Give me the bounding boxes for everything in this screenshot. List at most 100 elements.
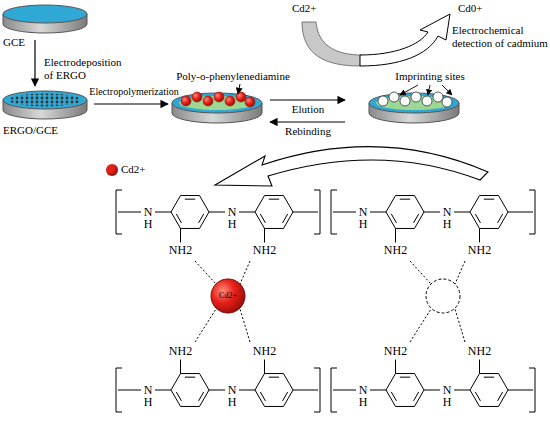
coordination-bond	[410, 261, 431, 284]
bond-line	[116, 190, 117, 234]
bond-line	[116, 412, 122, 413]
coordination-bond	[195, 309, 216, 342]
bond-line	[180, 228, 181, 242]
bond-line	[155, 212, 171, 213]
bond-line	[529, 234, 535, 235]
step-label: Electrochemical detection of cadmium	[452, 24, 548, 49]
bond-line	[331, 190, 337, 191]
legend-swatch	[106, 164, 118, 176]
bond-line	[331, 190, 332, 234]
bond-line	[185, 377, 195, 378]
leader-arrow	[442, 85, 452, 95]
cd-ion	[181, 96, 191, 106]
bond-line	[185, 199, 195, 200]
imprint-site	[433, 92, 443, 102]
coordination-bond	[455, 309, 465, 342]
bond-line	[314, 190, 320, 191]
leader-arrow	[238, 84, 240, 94]
bond-line	[424, 390, 440, 391]
bond-line	[479, 228, 480, 242]
cd-ion	[225, 96, 235, 106]
eluted-electrode	[369, 92, 459, 123]
electrode-label: ERGO/GCE	[3, 124, 58, 137]
bond-line	[264, 228, 265, 242]
coordination-bond	[240, 309, 250, 342]
gce-electrode	[3, 5, 87, 33]
amine-group: N H	[227, 384, 237, 408]
reduction-arrow	[302, 22, 362, 66]
bond-line	[320, 368, 321, 412]
bond-line	[293, 212, 318, 213]
bond-line	[264, 360, 265, 374]
ion-label: Cd2+	[292, 2, 317, 15]
imprint-cavity	[426, 279, 460, 313]
step-label: Electrodeposition of ERGO	[44, 56, 130, 81]
cd-ion	[214, 92, 224, 102]
step-label: Elution	[292, 103, 324, 116]
bond-line	[331, 368, 332, 412]
bond-line	[498, 392, 503, 401]
bond-line	[400, 377, 410, 378]
coordination-bond	[410, 309, 431, 342]
bond-line	[118, 212, 141, 213]
bond-line	[508, 212, 533, 213]
leader-arrow	[400, 85, 418, 95]
bond-line	[331, 412, 337, 413]
step-label: Rebinding	[285, 125, 331, 138]
amine-group: N H	[143, 384, 153, 408]
bond-line	[283, 392, 288, 401]
coordination-bond	[455, 261, 465, 284]
benzene-ring	[171, 196, 209, 229]
bond-line	[370, 212, 386, 213]
step-arrow	[34, 40, 35, 86]
benzene-ring	[470, 196, 508, 229]
benzene-ring	[470, 374, 508, 407]
bond-line	[535, 190, 536, 234]
bond-line	[293, 390, 318, 391]
bond-line	[475, 214, 480, 223]
callout-label: Poly-o-phenylenediamine	[176, 70, 290, 83]
bond-line	[529, 190, 535, 191]
amino-group: NH2	[253, 345, 276, 358]
bond-line	[508, 390, 533, 391]
bond-line	[314, 368, 320, 369]
benzene-ring	[171, 374, 209, 407]
bond-line	[529, 368, 535, 369]
leader-arrow	[428, 85, 430, 95]
amine-group: N H	[358, 206, 368, 230]
cd-ion	[236, 92, 246, 102]
cd-ion	[192, 92, 202, 102]
bond-line	[454, 390, 470, 391]
amino-group: NH2	[384, 345, 407, 358]
bond-line	[484, 377, 494, 378]
bond-line	[260, 392, 265, 401]
bond-line	[479, 360, 480, 374]
amino-group: NH2	[169, 345, 192, 358]
bond-line	[269, 199, 279, 200]
bond-line	[484, 199, 494, 200]
rebinding-arrow	[270, 121, 345, 122]
bond-line	[239, 212, 255, 213]
ergo-electrode	[3, 91, 87, 119]
bond-line	[209, 390, 225, 391]
bond-line	[320, 190, 321, 234]
bond-line	[414, 214, 419, 223]
bond-line	[176, 214, 181, 223]
coordination-bond	[240, 261, 250, 284]
step-arrow	[94, 103, 168, 104]
bond-line	[283, 214, 288, 223]
bond-line	[155, 390, 171, 391]
callout-label: Imprinting sites	[395, 70, 464, 83]
amino-group: NH2	[468, 244, 491, 257]
benzene-ring	[255, 374, 293, 407]
bond-line	[314, 234, 320, 235]
electrode-label: GCE	[3, 36, 25, 49]
imprint-site	[422, 96, 432, 106]
bond-line	[116, 368, 122, 369]
bond-line	[269, 377, 279, 378]
bond-line	[535, 368, 536, 412]
bond-line	[314, 412, 320, 413]
bond-line	[180, 360, 181, 374]
cd-ion	[211, 279, 245, 313]
